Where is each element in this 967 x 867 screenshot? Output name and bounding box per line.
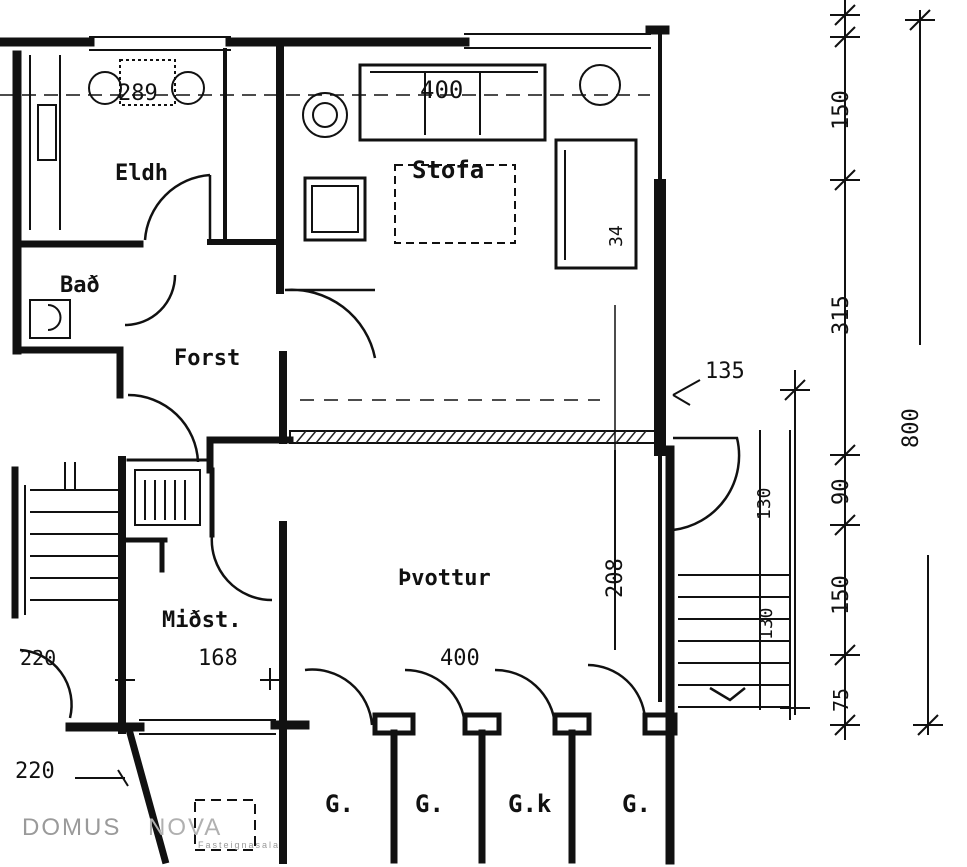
storage-label-g2: G.: [415, 790, 444, 818]
dim-sofa-width: 400: [420, 76, 463, 104]
room-label-midst: Miðst.: [162, 608, 241, 633]
dim-stair-width-bottom: 220: [15, 759, 55, 784]
dim-side-150-top: 150: [829, 90, 854, 130]
room-label-bad: Bað: [60, 273, 100, 298]
room-label-eldh: Eldh: [115, 161, 168, 186]
furniture: [0, 55, 650, 851]
wall-hatching: [295, 430, 647, 444]
dim-stair-width-top: 220: [20, 646, 56, 670]
dim-side-75: 75: [829, 688, 853, 712]
dim-armchair-depth: 34: [606, 225, 627, 247]
armchair-right: [554, 138, 638, 270]
watermark-tagline: Fasteignasala: [198, 840, 280, 850]
dim-stair-side-b: 130: [756, 607, 777, 640]
armchair-left: [303, 176, 367, 242]
watermark-logo: DOMUS NOVA Fasteignasala: [22, 814, 280, 850]
dim-thvottur-height: 208: [603, 558, 628, 598]
laundry-sink: [134, 469, 201, 526]
room-label-stofa: Stofa: [412, 156, 484, 184]
room-label-thvottur: Þvottur: [398, 566, 491, 591]
dim-total-800: 800: [899, 408, 924, 448]
stairs-left: [24, 462, 118, 615]
dim-side-150-mid: 150: [829, 575, 854, 615]
stove-icon: [88, 71, 122, 105]
dim-stofa-side: 135: [705, 359, 745, 384]
dim-eldh-width: 289: [118, 81, 158, 106]
sofa: [358, 63, 547, 142]
lamp-icon: [579, 64, 621, 106]
toilet-icon: [29, 299, 71, 339]
dim-thvottur-width: 400: [440, 646, 480, 671]
dim-stair-side-a: 130: [754, 487, 775, 520]
stove-icon: [171, 71, 205, 105]
storage-label-gk: G.k: [508, 790, 552, 818]
storage-label-g1: G.: [325, 790, 354, 818]
watermark-brand-b: NOVA: [148, 814, 222, 841]
watermark-brand-a: DOMUS: [22, 814, 121, 841]
dim-side-315: 315: [829, 295, 854, 335]
doors: [19, 173, 741, 726]
storage-label-g3: G.: [622, 790, 651, 818]
coffee-table: [394, 164, 516, 244]
lamp-icon: [302, 92, 348, 138]
room-label-forst: Forst: [174, 346, 240, 371]
dim-side-90: 90: [829, 479, 854, 506]
stairs-right: [678, 430, 791, 720]
dim-midst-width: 168: [198, 646, 238, 671]
walls: [0, 25, 678, 865]
dimension-lines: [75, 0, 943, 787]
